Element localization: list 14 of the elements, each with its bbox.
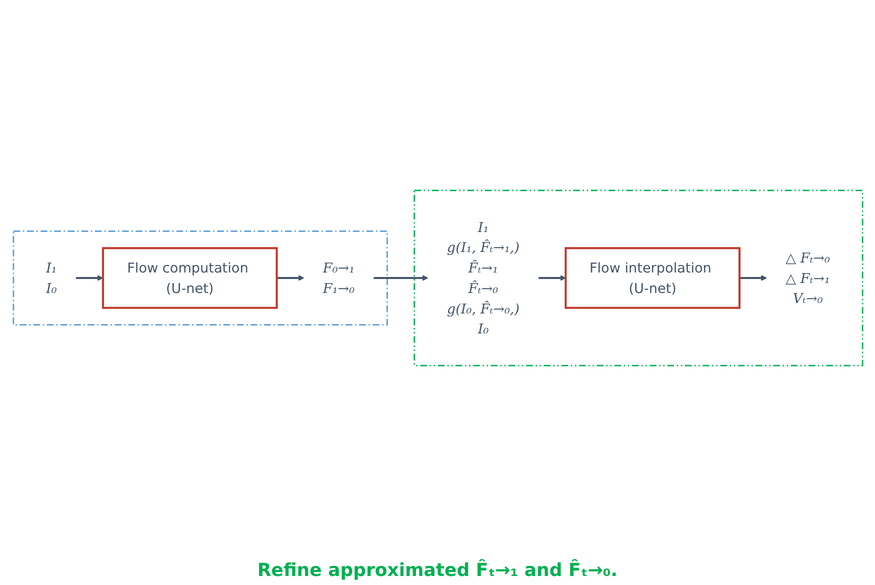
node-text: △ Fₜ→₀ △ Fₜ→₁ Vₜ→₀ bbox=[785, 249, 830, 307]
node-text: I₁ I₀ bbox=[46, 260, 56, 296]
arrow bbox=[738, 275, 766, 281]
node-box: Flow interpolation (U-net) bbox=[564, 247, 740, 309]
note-text: Refine approximated F̂ₜ→₁ and F̂ₜ→₀. bbox=[256, 558, 619, 583]
arrow bbox=[75, 275, 103, 281]
arrow bbox=[373, 275, 428, 281]
arrow bbox=[276, 275, 304, 281]
node-box: Flow computation (U-net) bbox=[101, 247, 278, 309]
arrow bbox=[538, 275, 566, 281]
cluster bbox=[12, 230, 388, 326]
node-text: I₁ g(I₁, F̂ₜ→₁,) F̂ₜ→₁ F̂ₜ→₀ g(I₀, F̂ₜ→₀,) I₀ bbox=[446, 218, 520, 338]
cluster bbox=[413, 190, 863, 366]
node-text: F₀→₁ F₁→₀ bbox=[322, 260, 354, 296]
